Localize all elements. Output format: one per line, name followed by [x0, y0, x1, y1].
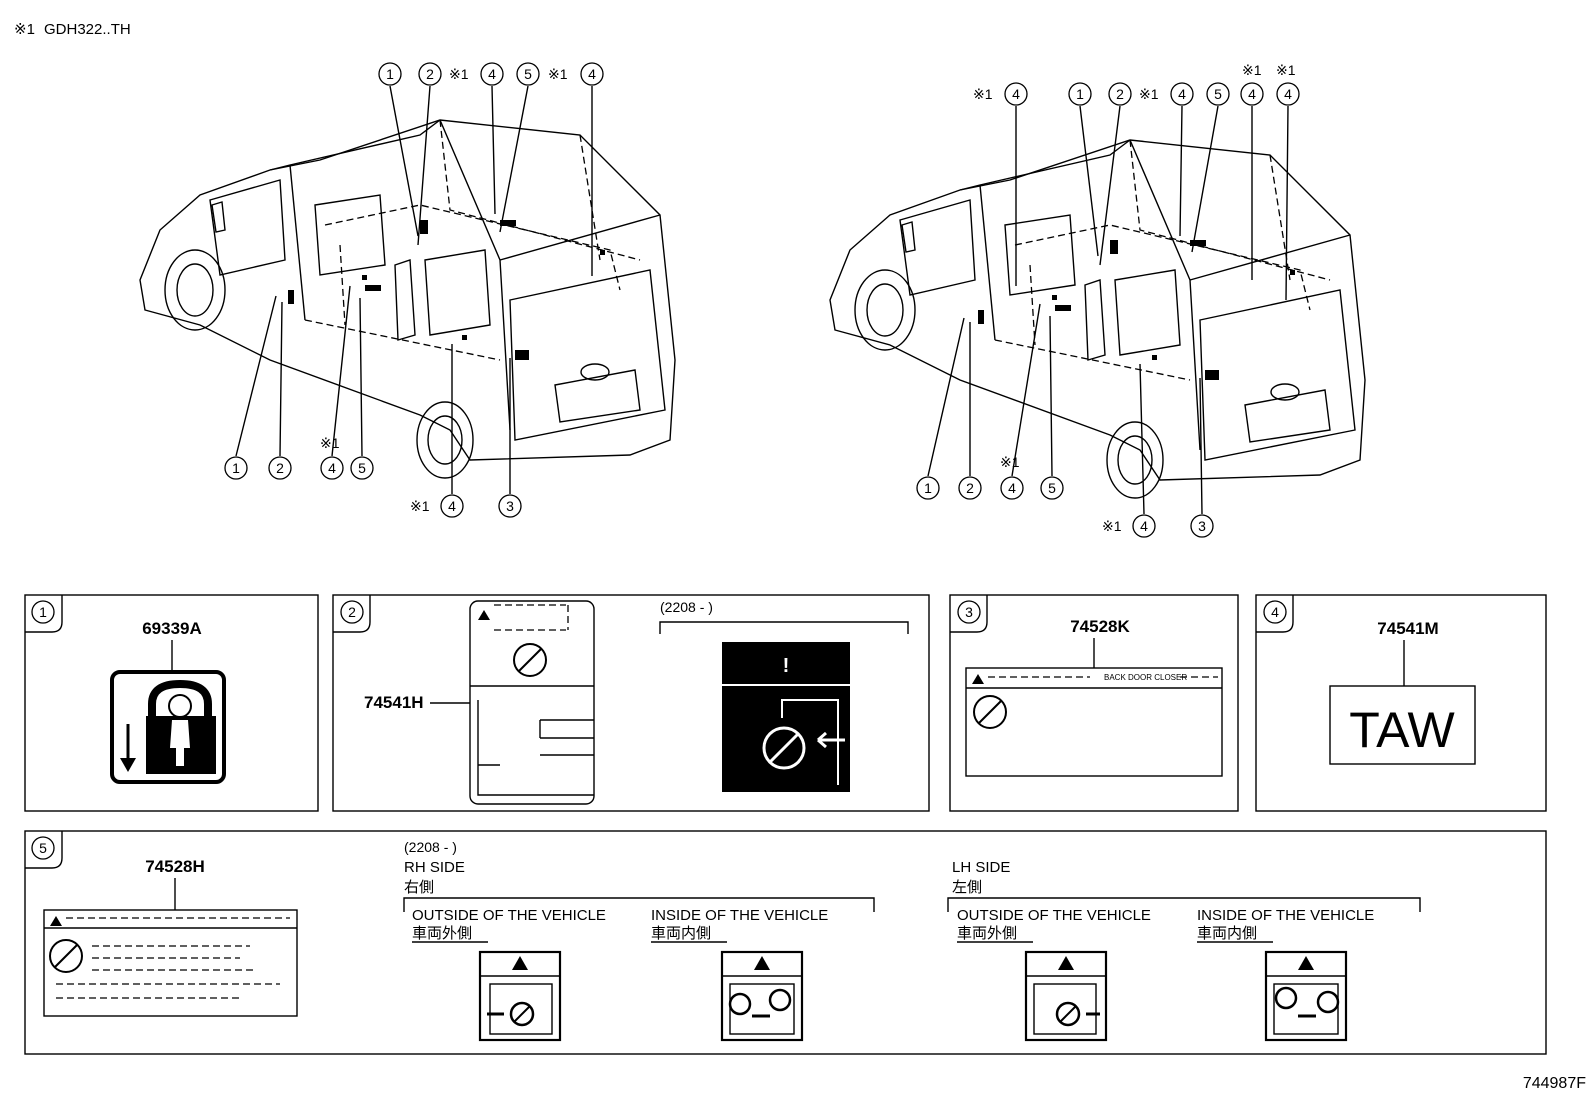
- panel-5: 5 74528H (2208 - ) RH SIDE 右側 OUTSIDE OF…: [24, 830, 1547, 1055]
- callout-note: ※1: [548, 66, 568, 82]
- callout: 5: [1048, 480, 1056, 496]
- date-note: (2208 - ): [404, 839, 457, 855]
- callout: 4: [1284, 86, 1292, 102]
- part-number-69339A: 69339A: [142, 619, 202, 638]
- callout-note: ※1: [1139, 86, 1159, 102]
- callout: 2: [276, 460, 284, 476]
- caution-sticker-lh-outside: [1024, 950, 1108, 1042]
- panel-4: 4 74541M TAW: [1255, 594, 1547, 812]
- date-note: (2208 - ): [660, 599, 713, 615]
- callout-note: ※1: [320, 435, 340, 451]
- callout: 1: [232, 460, 240, 476]
- rh-inside-label-jp: 車両内側: [651, 924, 711, 942]
- lh-outside-label: OUTSIDE OF THE VEHICLE: [957, 907, 1151, 924]
- right-bottom-callouts: 1 2 ※1 4 5 ※1 4 3: [916, 454, 1214, 538]
- caution-sticker-lh-inside: [1264, 950, 1348, 1042]
- lh-side-label-jp: 左側: [952, 878, 982, 896]
- sliding-door-label-old: [469, 600, 595, 805]
- callout-note: ※1: [1000, 454, 1020, 470]
- callout: 4: [488, 66, 496, 82]
- panel-number: 3: [965, 604, 973, 620]
- part-number-74528K: 74528K: [1070, 617, 1130, 636]
- callout: 4: [1012, 86, 1020, 102]
- panel-number: 1: [39, 604, 47, 620]
- vehicle-view-right: ※1 4 1 2 ※1 4 5 ※1 4 ※1 4 1 2 ※1 4 5 ※1 …: [829, 62, 1366, 538]
- rh-side-label-jp: 右側: [404, 878, 434, 896]
- callout: 1: [1076, 86, 1084, 102]
- warning-symbol: !: [783, 655, 790, 677]
- lh-side-label: LH SIDE: [952, 859, 1010, 876]
- callout: 4: [328, 460, 336, 476]
- callout-note: ※1: [410, 498, 430, 514]
- callout: 3: [1198, 518, 1206, 534]
- child-lock-icon: [110, 670, 226, 784]
- caution-sticker-rh-inside: [720, 950, 804, 1042]
- panel-3: 3 74528K BACK DOOR CLOSER: [949, 594, 1239, 812]
- part-number-74541H: 74541H: [364, 693, 424, 712]
- sliding-door-caution-label: [43, 909, 298, 1017]
- label-caption: BACK DOOR CLOSER: [1104, 673, 1187, 682]
- panel-number: 2: [348, 604, 356, 620]
- callout: 4: [1140, 518, 1148, 534]
- callout-note: ※1: [973, 86, 993, 102]
- lh-inside-label: INSIDE OF THE VEHICLE: [1197, 907, 1374, 924]
- back-door-closer-label: BACK DOOR CLOSER: [965, 667, 1223, 777]
- callout: 2: [426, 66, 434, 82]
- callout: 1: [924, 480, 932, 496]
- panel-number: 4: [1271, 604, 1279, 620]
- part-number-74541M: 74541M: [1377, 619, 1438, 638]
- rh-side-label: RH SIDE: [404, 859, 465, 876]
- rh-outside-label-jp: 車両外側: [412, 924, 472, 942]
- callout: 4: [1008, 480, 1016, 496]
- header-note-model: GDH322..TH: [44, 21, 131, 38]
- callout: 4: [1178, 86, 1186, 102]
- callout-note: ※1: [1242, 62, 1262, 78]
- panel-number: 5: [39, 840, 47, 856]
- header-note-symbol: ※1: [14, 21, 35, 38]
- sliding-door-label-new: !: [722, 642, 850, 792]
- callout: 4: [588, 66, 596, 82]
- callout: 4: [448, 498, 456, 514]
- left-bottom-callouts: 1 2 ※1 4 5 ※1 4 3: [224, 435, 522, 518]
- callout-note: ※1: [1276, 62, 1296, 78]
- callout: 5: [1214, 86, 1222, 102]
- callout: 2: [966, 480, 974, 496]
- lh-side-group: LH SIDE 左側 OUTSIDE OF THE VEHICLE 車両外側 I…: [947, 859, 1421, 943]
- vehicle-view-left: 1 2 ※1 4 5 ※1 4 1 2 ※1 4 5 ※1 4 3: [139, 62, 676, 518]
- caution-sticker-rh-outside: [478, 950, 562, 1042]
- callout-note: ※1: [449, 66, 469, 82]
- rh-side-group: RH SIDE 右側 OUTSIDE OF THE VEHICLE 車両外側 I…: [403, 859, 875, 943]
- panel-2: 2 74541H (2208 - ) !: [332, 594, 930, 812]
- callout: 5: [524, 66, 532, 82]
- callout-note: ※1: [1102, 518, 1122, 534]
- callout: 4: [1248, 86, 1256, 102]
- callout: 5: [358, 460, 366, 476]
- drawing-id: 744987F: [1523, 1075, 1586, 1092]
- lh-outside-label-jp: 車両外側: [957, 924, 1017, 942]
- rh-outside-label: OUTSIDE OF THE VEHICLE: [412, 907, 606, 924]
- panel-1: 1 69339A: [24, 594, 319, 812]
- part-number-74528H: 74528H: [145, 857, 205, 876]
- right-top-callouts: ※1 4 1 2 ※1 4 5 ※1 4 ※1 4: [973, 62, 1300, 106]
- taw-label-text: TAW: [1349, 702, 1455, 758]
- callout: 3: [506, 498, 514, 514]
- callout: 2: [1116, 86, 1124, 102]
- lh-inside-label-jp: 車両内側: [1197, 924, 1257, 942]
- rh-inside-label: INSIDE OF THE VEHICLE: [651, 907, 828, 924]
- left-top-callouts: 1 2 ※1 4 5 ※1 4: [378, 62, 604, 86]
- callout: 1: [386, 66, 394, 82]
